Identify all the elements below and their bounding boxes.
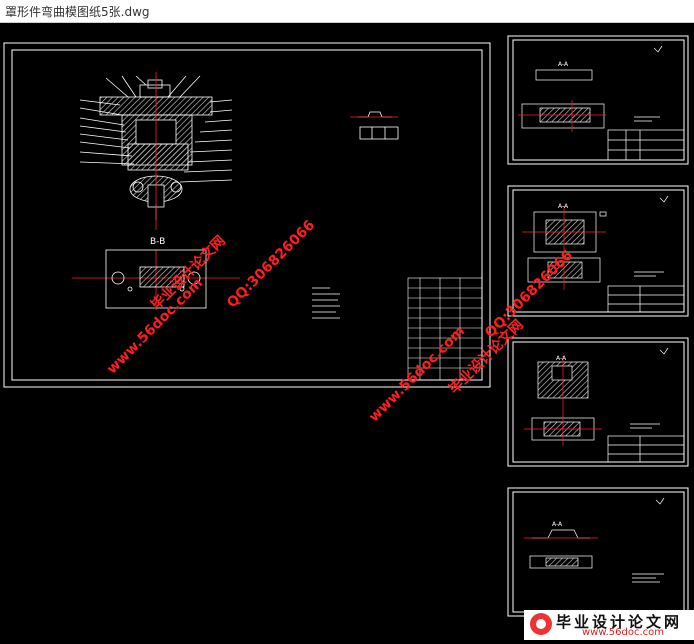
bb-section-view xyxy=(105,249,207,309)
title-block xyxy=(407,277,483,381)
site-logo: 毕业设计论文网 www.56doc.com xyxy=(524,610,694,640)
technical-notes xyxy=(312,287,340,319)
sheet-2-view-label: A-A xyxy=(558,203,569,210)
sheet-4-view-label: A-A xyxy=(552,521,563,528)
logo-url: www.56doc.com xyxy=(582,627,665,638)
sheet-1 xyxy=(507,35,689,165)
cad-drawing-canvas[interactable]: B-B A-A A-A A-A A-A xyxy=(0,23,694,640)
section-label-bb: B-B xyxy=(150,237,165,247)
window-title-bar: 罩形件弯曲模图纸5张.dwg xyxy=(0,0,694,23)
part-sketch xyxy=(350,111,399,140)
sheet-1-view-label: A-A xyxy=(558,61,569,68)
window-title: 罩形件弯曲模图纸5张.dwg xyxy=(5,5,150,19)
sheet-3-view-label: A-A xyxy=(556,355,567,362)
logo-text: 毕业设计论文网 xyxy=(556,613,683,631)
drawing-svg: B-B A-A A-A A-A A-A xyxy=(3,35,689,617)
sheet-2 xyxy=(507,185,689,317)
main-sheet xyxy=(3,42,491,388)
sheet-3 xyxy=(507,337,689,467)
logo-circle-icon xyxy=(530,613,552,635)
sheet-4 xyxy=(507,487,689,617)
